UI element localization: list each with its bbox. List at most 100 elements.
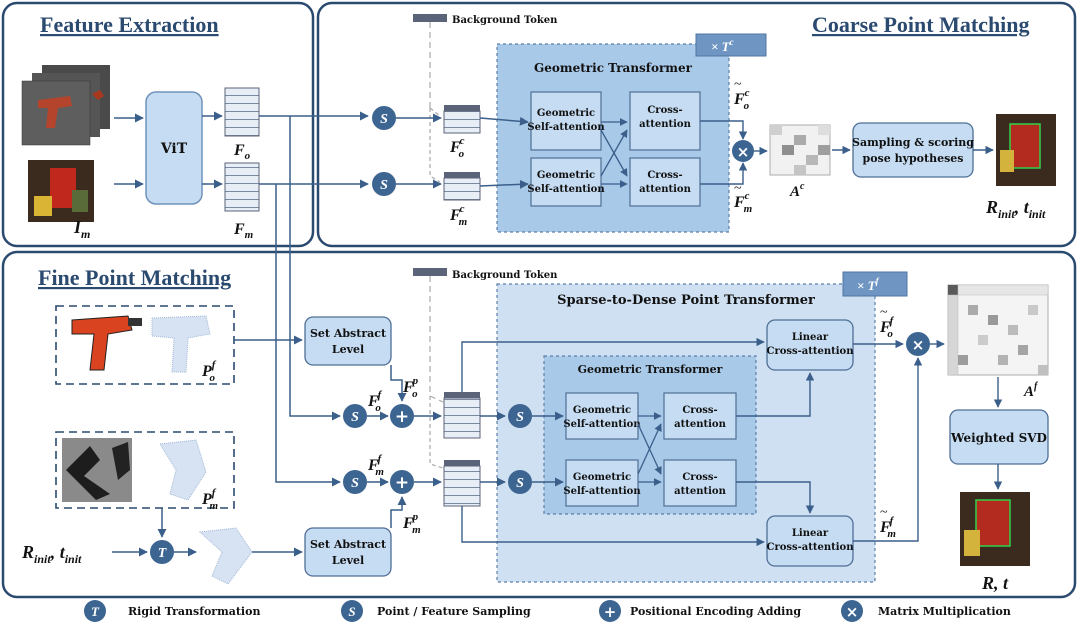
coarse-cross-m-l1: Cross- (647, 170, 682, 181)
background-token-coarse-label: Background Token (452, 15, 558, 26)
set-abstract-o-l2: Level (332, 343, 364, 356)
coarse-geo-self-attention-m (530, 157, 602, 207)
s2d-title: Sparse-to-Dense Point Transformer (557, 293, 815, 308)
feature-extraction-frame (1, 1, 315, 248)
fine-matching-title: Fine Point Matching (38, 265, 231, 290)
background-token-coarse (413, 14, 447, 22)
matrix-multiply-fine: × (906, 332, 930, 356)
coarse-repeat-badge (695, 33, 767, 57)
init-pose-label: Rinit, tinit (21, 542, 82, 566)
vit-label: ViT (160, 141, 188, 157)
set-abstract-m-l2: Level (332, 554, 364, 567)
coarse-geo-self-o-l1: Geometric (537, 108, 595, 119)
object-pointcloud (151, 315, 211, 373)
coarse-repeat-label: × Tc (711, 37, 734, 54)
svg-text:Point / Feature Sampling: Point / Feature Sampling (377, 605, 531, 618)
weighted-svd-label: Weighted SVD (950, 431, 1047, 445)
sampling-line2: pose hypotheses (863, 152, 964, 165)
set-abstract-m-l1: Set Abstract (310, 538, 387, 551)
weighted-svd-box (949, 409, 1049, 465)
coarse-geo-self-o-l2: Self-attention (527, 122, 605, 133)
coarse-result-image (996, 114, 1056, 186)
linear-m-l1: Linear (792, 528, 829, 539)
legend-sampling: S Point / Feature Sampling (341, 600, 531, 622)
sampling-symbol-fine-inner-o: S (508, 404, 532, 428)
svg-text:T: T (91, 604, 100, 619)
fine-cross-m-l2: attention (674, 486, 726, 497)
fmc-tilde: ~ (734, 181, 742, 196)
fine-geo-self-m-l2: Self-attention (563, 486, 641, 497)
sampling-scoring-box (852, 122, 974, 178)
svg-text:S: S (348, 604, 355, 619)
fine-cross-m-l1: Cross- (682, 472, 717, 483)
positional-encoding-m: + (390, 470, 414, 494)
coarse-cross-attention-o (629, 91, 701, 151)
sampling-symbol-fine-o: S (343, 404, 367, 428)
final-pose-label: R, t (981, 573, 1009, 593)
svg-text:S: S (380, 112, 388, 127)
fine-geo-self-o-l2: Self-attention (563, 419, 641, 430)
linear-o-l1: Linear (792, 332, 829, 343)
scene-image (28, 160, 94, 222)
fo-feature-stack (224, 87, 260, 137)
fine-o-token-stack (443, 392, 481, 439)
legend-matrix: × Matrix Multiplication (841, 600, 1011, 622)
sampling-line1: Sampling & scoring (852, 136, 974, 149)
sampling-symbol-coarse-m: S (372, 172, 396, 196)
matrix-multiply-coarse: × (732, 140, 754, 162)
fine-matching-frame (1, 250, 1077, 599)
object-image-stack (21, 65, 110, 146)
scene-pointcloud-frame (55, 431, 235, 509)
fine-geo-self-m-l1: Geometric (573, 472, 631, 483)
svg-text:×: × (912, 336, 925, 354)
rigid-transform-symbol: T (150, 540, 174, 564)
svg-text:S: S (380, 178, 388, 193)
sampling-symbol-coarse-o: S (372, 106, 396, 130)
fine-m-token-stack (443, 460, 481, 507)
transformed-pointcloud (198, 527, 253, 585)
svg-text:T: T (158, 546, 168, 561)
coarse-matching-frame (316, 1, 1077, 248)
fm-label: Fm (233, 221, 254, 241)
coarse-geo-transformer-title: Geometric Transformer (534, 61, 693, 75)
sampling-symbol-fine-m: S (343, 470, 367, 494)
svg-text:S: S (351, 476, 359, 491)
fine-cross-o-l2: attention (674, 419, 726, 430)
svg-text:×: × (737, 143, 750, 161)
scene-pointcloud (159, 439, 207, 501)
depth-image (62, 438, 132, 502)
fine-geo-self-attention-m (565, 459, 639, 507)
fmc-token-stack (443, 172, 481, 201)
coarse-cross-attention-m (629, 157, 701, 207)
fine-score-matrix (947, 284, 1049, 376)
vit-box (145, 91, 203, 205)
coarse-cross-m-l2: attention (639, 184, 691, 195)
fine-cross-attention-m (663, 459, 737, 507)
svg-text:Rigid Transformation: Rigid Transformation (128, 605, 260, 618)
fine-geo-self-attention-o (565, 392, 639, 440)
legend-rigid: T Rigid Transformation (84, 600, 260, 622)
svg-text:Positional Encoding Adding: Positional Encoding Adding (630, 605, 801, 618)
fine-repeat-label: × Tf (857, 276, 880, 293)
svg-text:+: + (395, 473, 409, 493)
set-abstract-o-l1: Set Abstract (310, 327, 387, 340)
af-label: Af (1023, 381, 1039, 400)
fine-geo-self-o-l1: Geometric (573, 405, 631, 416)
linear-cross-attention-o (766, 319, 854, 371)
object-pointcloud-frame (55, 305, 235, 385)
background-token-fine-label: Background Token (452, 270, 558, 281)
fine-cross-o-l1: Cross- (682, 405, 717, 416)
coarse-pose-label: Rinit, tinit (985, 197, 1046, 221)
positional-encoding-o: + (390, 404, 414, 428)
fine-cross-attention-o (663, 392, 737, 440)
svg-text:S: S (516, 476, 524, 491)
